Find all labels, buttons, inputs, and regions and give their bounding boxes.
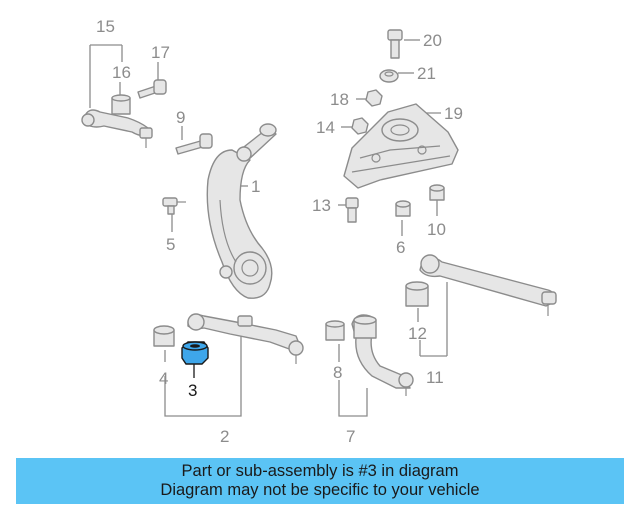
banner-line-2: Diagram may not be specific to your vehi… [160, 481, 480, 499]
washer-21 [379, 69, 399, 83]
callout-20: 20 [423, 31, 442, 50]
bushing-10 [429, 184, 445, 201]
callout-10: 10 [427, 220, 446, 239]
callout-4: 4 [159, 369, 168, 388]
lower-control-arm-2 [187, 313, 304, 364]
callout-13: 13 [312, 196, 331, 215]
callout-5: 5 [166, 235, 175, 254]
banner-line-1: Part or sub-assembly is #3 in diagram [181, 462, 459, 480]
callout-15: 15 [96, 17, 115, 36]
callout-8: 8 [333, 363, 342, 382]
callout-1: 1 [251, 177, 260, 196]
nut-14 [351, 117, 369, 135]
callout-14: 14 [316, 118, 335, 137]
bushing-16 [111, 94, 131, 115]
bolt-17 [137, 79, 167, 99]
upper-link-arm-15 [81, 109, 153, 148]
callout-19: 19 [444, 104, 463, 123]
control-arm-7 [351, 314, 414, 396]
bushing-12 [405, 281, 429, 307]
callout-2: 2 [220, 427, 229, 446]
callout-17: 17 [151, 43, 170, 62]
bolt-13 [345, 197, 359, 223]
steering-knuckle-1 [206, 123, 277, 299]
bolt-20 [387, 29, 403, 59]
bushing-8 [325, 320, 345, 341]
bolt-9 [175, 133, 213, 155]
subframe-mount-19 [343, 103, 459, 189]
bushing-3-highlighted[interactable] [181, 341, 209, 365]
callout-6: 6 [396, 238, 405, 257]
callout-21: 21 [417, 64, 436, 83]
callout-18: 18 [330, 90, 349, 109]
bolt-5 [162, 197, 186, 215]
parts-diagram: 15 16 17 9 1 5 20 21 18 14 19 13 6 10 12… [81, 17, 557, 446]
callout-11: 11 [426, 368, 444, 387]
callout-3: 3 [188, 381, 197, 400]
callout-7: 7 [346, 427, 355, 446]
callout-9: 9 [176, 108, 185, 127]
callout-16: 16 [112, 63, 131, 82]
bushing-4 [153, 325, 175, 347]
bushing-6 [395, 200, 411, 217]
lower-link-arm-11 [419, 254, 557, 316]
info-banner: Part or sub-assembly is #3 in diagram Di… [16, 458, 624, 504]
nut-18 [365, 89, 383, 107]
callout-12: 12 [408, 324, 427, 343]
